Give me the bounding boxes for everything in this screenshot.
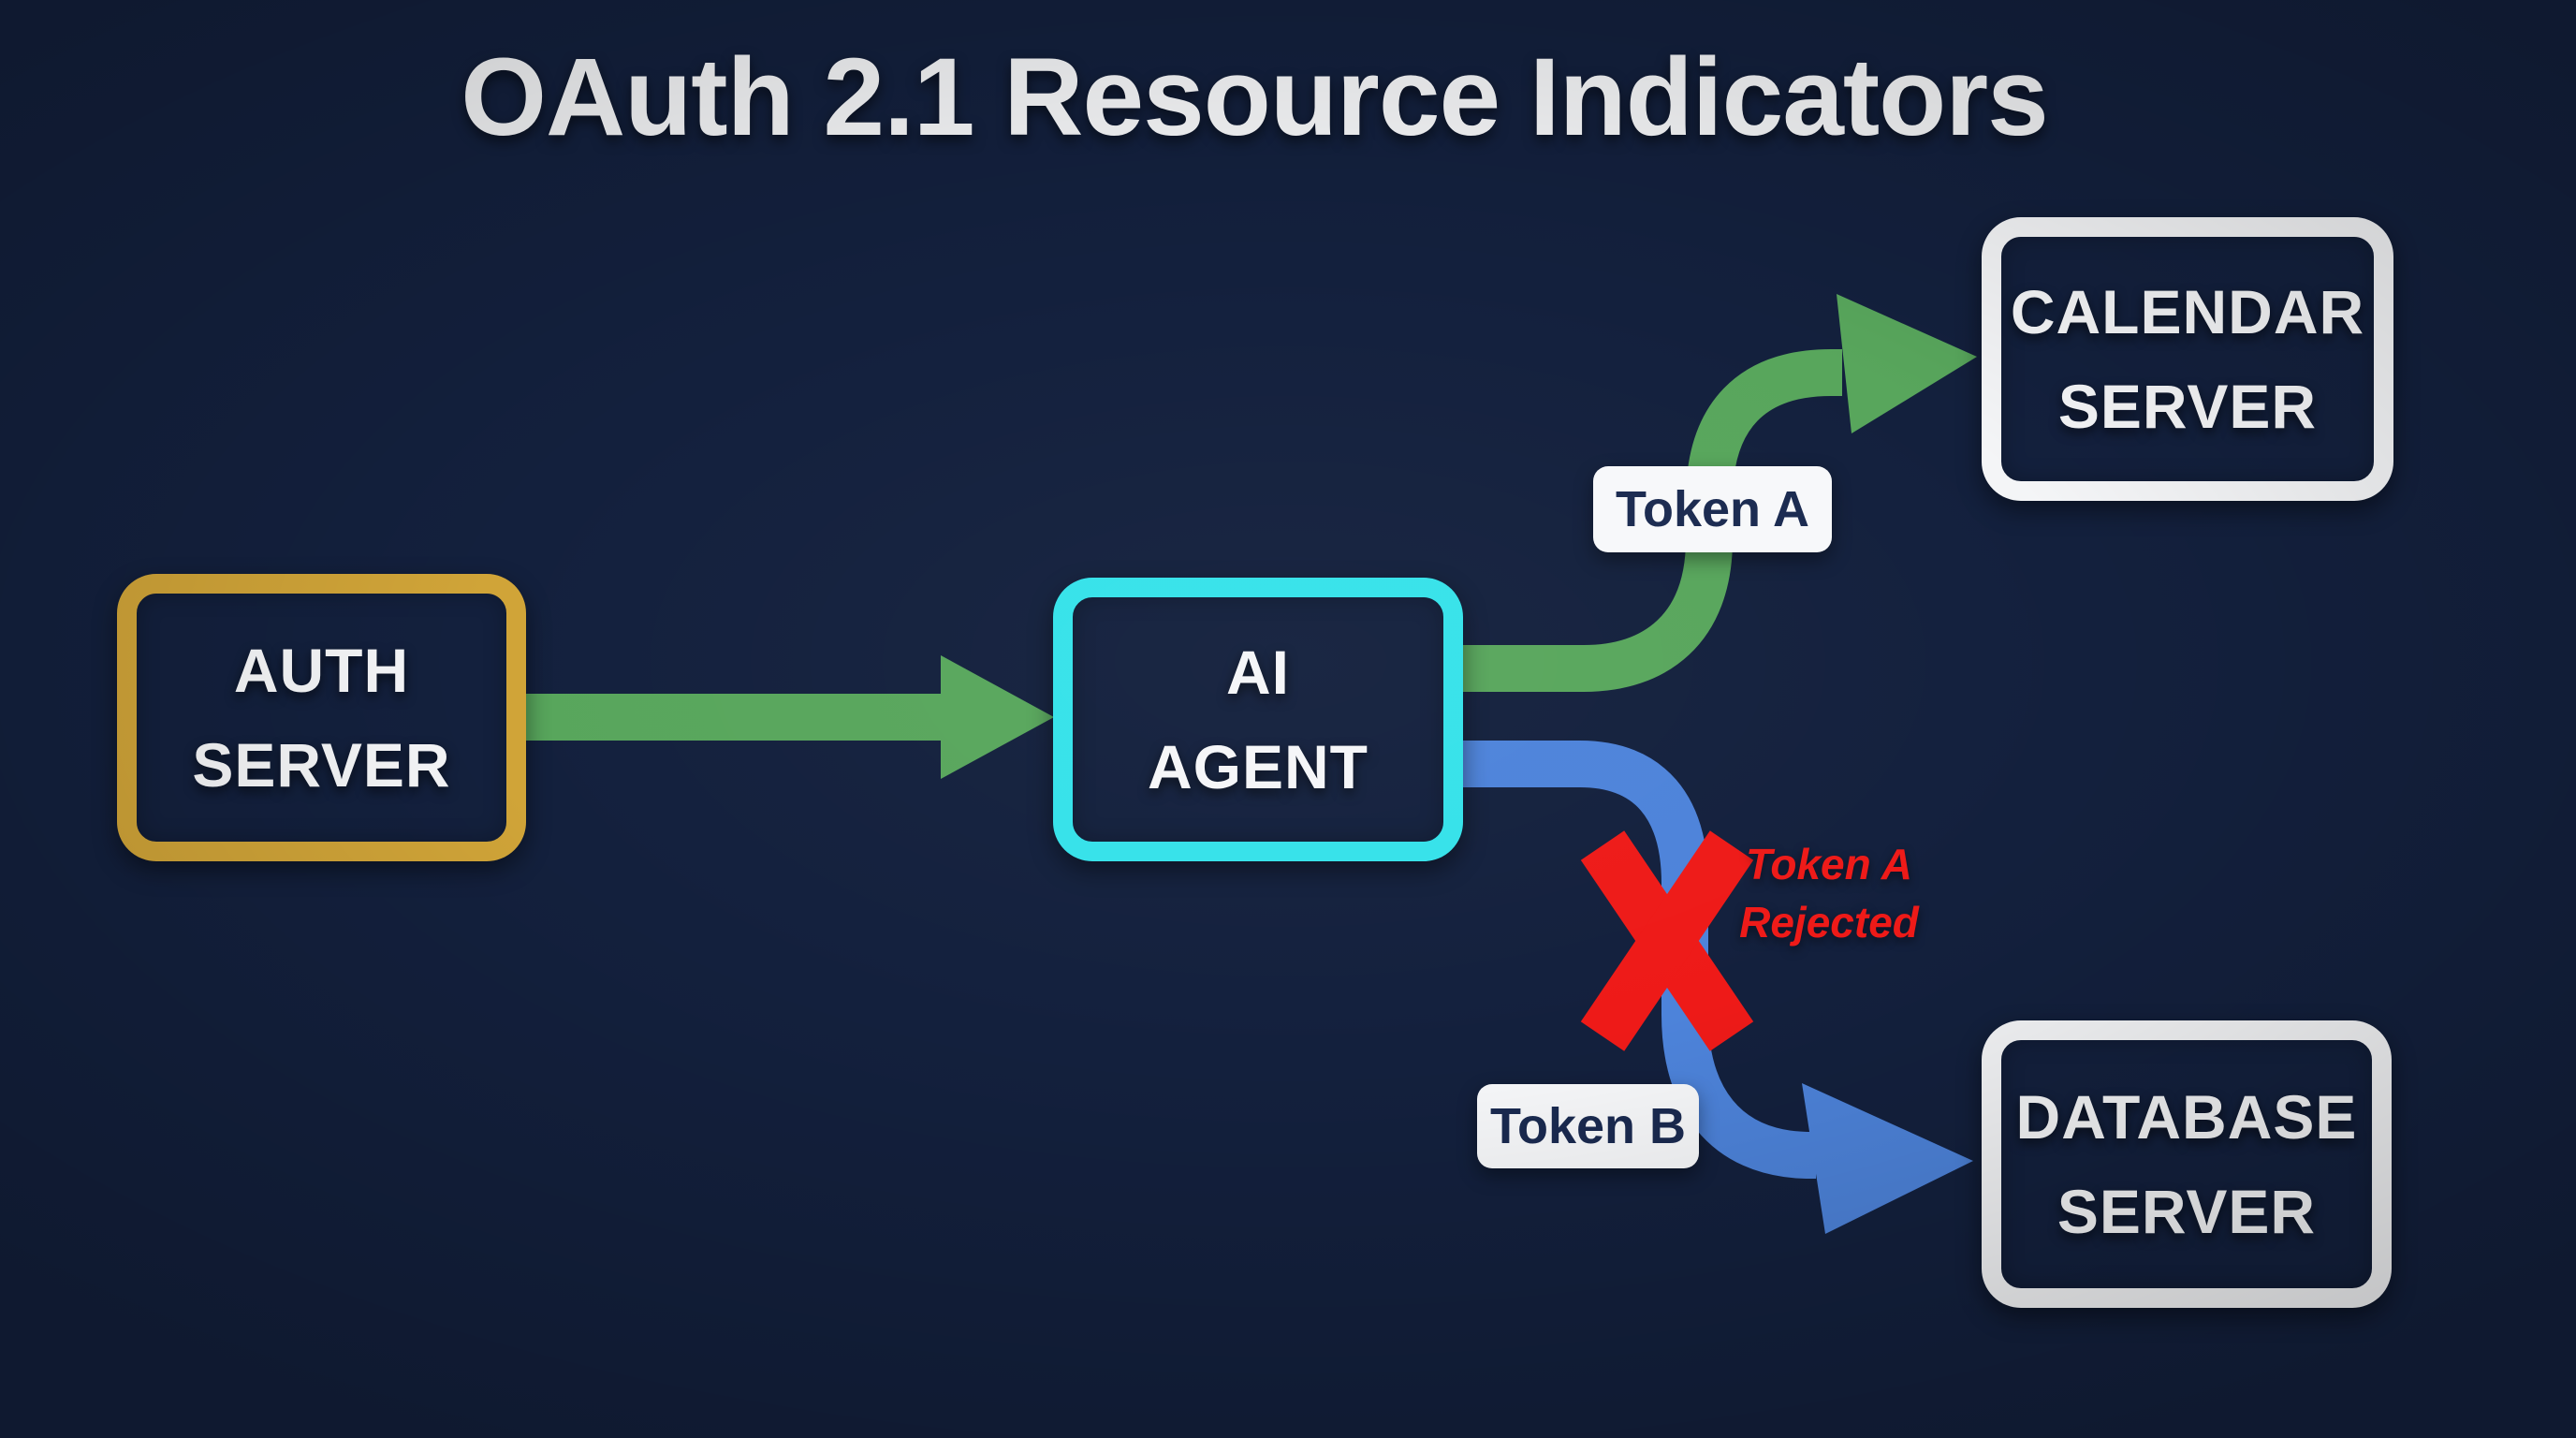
node-calendar-server-label-line2: SERVER bbox=[2057, 371, 2318, 441]
token-a-badge: Token A bbox=[1593, 466, 1833, 552]
node-auth-server-label-line2: SERVER bbox=[192, 729, 451, 800]
token-a-rejected-line1: Token A bbox=[1745, 840, 1913, 888]
node-ai-agent-label-line1: AI bbox=[1226, 637, 1290, 707]
node-calendar-server: CALENDAR SERVER bbox=[1982, 217, 2393, 501]
agent-to-database-arrowhead-icon bbox=[1802, 1083, 1973, 1234]
node-ai-agent-label-line2: AGENT bbox=[1148, 731, 1368, 801]
page-title: OAuth 2.1 Resource Indicators bbox=[461, 36, 2049, 159]
auth-to-agent-arrowhead-icon bbox=[941, 655, 1054, 779]
node-database-server-label-line2: SERVER bbox=[2056, 1176, 2317, 1246]
node-database-server: DATABASE SERVER bbox=[1982, 1020, 2392, 1308]
agent-to-database-arrow-shaft bbox=[1462, 741, 1830, 1179]
node-database-server-label-line1: DATABASE bbox=[2015, 1081, 2358, 1152]
token-b-badge: Token B bbox=[1477, 1084, 1700, 1168]
rejected-x-stroke-2 bbox=[1580, 830, 1754, 1051]
agent-to-database-arrow bbox=[1462, 741, 1973, 1234]
auth-to-agent-arrow bbox=[526, 655, 1054, 779]
node-auth-server: AUTH SERVER bbox=[117, 574, 526, 861]
token-a-rejected-label: Token A Rejected bbox=[1711, 835, 1947, 951]
node-calendar-server-label-line1: CALENDAR bbox=[2010, 276, 2365, 346]
agent-to-calendar-arrowhead-icon bbox=[1837, 294, 1977, 433]
token-a-rejected-line2: Rejected bbox=[1739, 898, 1919, 946]
rejected-x-icon bbox=[1580, 830, 1754, 1051]
node-ai-agent: AI AGENT bbox=[1053, 578, 1463, 861]
node-auth-server-label-line1: AUTH bbox=[233, 635, 410, 705]
